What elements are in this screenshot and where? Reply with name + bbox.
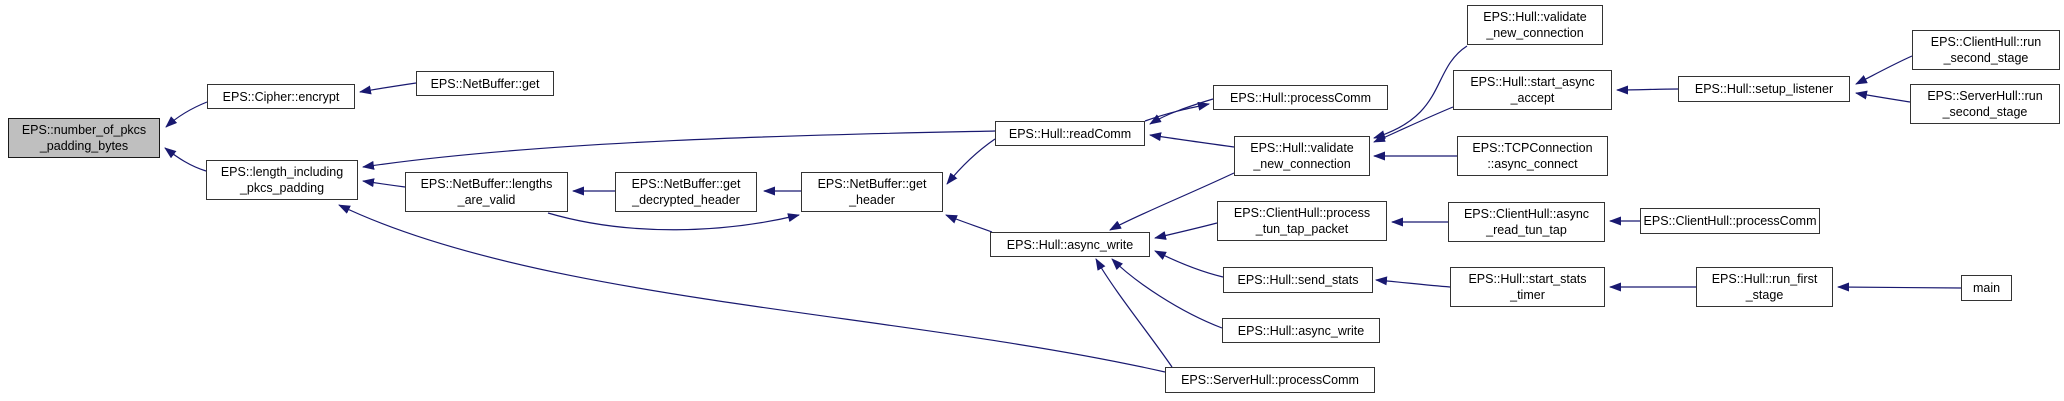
node-label-line: EPS::ClientHull::process xyxy=(1233,206,1371,220)
call-edge-n24-n21 xyxy=(1855,55,1913,85)
node-label-line: EPS::Cipher::encrypt xyxy=(222,89,340,104)
node-eps-hull-validate-new-connection-2[interactable]: EPS::Hull::validate_new_connection xyxy=(1467,5,1603,45)
node-label-line: EPS::Hull::run_first xyxy=(1711,272,1818,286)
call-edge-n8-n4 xyxy=(362,130,996,170)
node-label-line: _second_stage xyxy=(1942,105,2028,119)
call-edge-n26-n23 xyxy=(1837,282,1962,292)
call-edge-n14-n10 xyxy=(1111,258,1223,329)
node-label-line: EPS::Hull::validate xyxy=(1250,141,1354,155)
node-label-line: EPS::ServerHull::run xyxy=(1927,89,2043,103)
call-edge-n10-n7 xyxy=(945,214,993,233)
node-label-line: EPS::Hull::send_stats xyxy=(1237,273,1359,287)
node-label-line: EPS::Hull::readComm xyxy=(1008,126,1132,141)
node-eps-netbuffer-get[interactable]: EPS::NetBuffer::get xyxy=(416,71,554,96)
node-eps-hull-run-first-stage[interactable]: EPS::Hull::run_first_stage xyxy=(1696,267,1833,307)
node-eps-hull-processcomm[interactable]: EPS::Hull::processComm xyxy=(1213,85,1388,110)
node-label-line: _stage xyxy=(1745,288,1784,302)
node-eps-hull-start-stats-timer[interactable]: EPS::Hull::start_stats_timer xyxy=(1450,267,1605,307)
call-edge-n21-n17 xyxy=(1616,85,1679,95)
node-eps-tcpconnection-async-connect[interactable]: EPS::TCPConnection::async_connect xyxy=(1457,136,1608,176)
call-edge-n8-n7 xyxy=(946,138,996,185)
node-label-line: EPS::NetBuffer::get xyxy=(631,177,741,191)
call-edge-n12-n10 xyxy=(1154,222,1218,240)
call-edge-n15-n4 xyxy=(338,204,1166,373)
node-label-line: EPS::ServerHull::processComm xyxy=(1181,373,1359,387)
node-eps-clienthull-run-second-stage[interactable]: EPS::ClientHull::run_second_stage xyxy=(1912,30,2060,70)
call-edge-n5-n7 xyxy=(547,212,800,231)
node-label-line: EPS::Hull::processComm xyxy=(1229,90,1371,105)
node-label-line: EPS::ClientHull::async xyxy=(1463,207,1590,221)
call-edge-n20-n13 xyxy=(1375,276,1451,288)
node-label-line: _accept xyxy=(1510,91,1555,105)
node-eps-clienthull-processcomm[interactable]: EPS::ClientHull::processComm xyxy=(1640,208,1820,234)
call-edge-n4-n1 xyxy=(164,147,207,172)
node-label-line: _read_tun_tap xyxy=(1486,223,1567,237)
node-label-line: main xyxy=(1972,281,2001,295)
node-eps-hull-async-write[interactable]: EPS::Hull::async_write xyxy=(990,232,1150,257)
node-label-line: EPS::Hull::start_stats xyxy=(1468,272,1587,286)
node-eps-length-including-pkcs-padding[interactable]: EPS::length_including_pkcs_padding xyxy=(206,160,358,200)
node-eps-hull-validate-new-connection[interactable]: EPS::Hull::validate_new_connection xyxy=(1234,136,1370,176)
node-label-line: EPS::ClientHull::processComm xyxy=(1643,214,1817,228)
node-eps-serverhull-processcomm[interactable]: EPS::ServerHull::processComm xyxy=(1165,367,1375,393)
node-label-line: EPS::Hull::async_write xyxy=(1006,237,1134,252)
node-label-line: EPS::Hull::async_write xyxy=(1237,323,1365,338)
node-label-line: EPS::TCPConnection xyxy=(1472,141,1593,155)
call-edge-n17-n11 xyxy=(1373,106,1454,143)
node-label-line: EPS::NetBuffer::get xyxy=(430,76,540,91)
node-label-line: EPS::length_including xyxy=(220,165,344,179)
node-main[interactable]: main xyxy=(1961,275,2012,301)
node-label-line: ::async_connect xyxy=(1487,157,1578,171)
node-label-line: _timer xyxy=(1510,288,1545,302)
node-eps-hull-setup-listener[interactable]: EPS::Hull::setup_listener xyxy=(1678,76,1850,102)
node-label-line: _second_stage xyxy=(1943,51,2029,65)
node-eps-hull-send-stats[interactable]: EPS::Hull::send_stats xyxy=(1223,267,1373,293)
call-edge-n25-n21 xyxy=(1855,90,1911,103)
node-eps-netbuffer-get-decrypted-header[interactable]: EPS::NetBuffer::get_decrypted_header xyxy=(615,172,757,212)
node-label-line: _decrypted_header xyxy=(632,193,740,207)
call-edge-n8-n9 xyxy=(1144,101,1210,122)
node-eps-hull-start-async-accept[interactable]: EPS::Hull::start_async_accept xyxy=(1453,70,1612,110)
node-label-line: _are_valid xyxy=(457,193,516,207)
call-edge-n13-n10 xyxy=(1154,250,1224,278)
node-label-line: _new_connection xyxy=(1486,26,1584,40)
node-eps-hull-readcomm[interactable]: EPS::Hull::readComm xyxy=(995,121,1145,146)
node-eps-number-of-pkcs-padding-bytes: EPS::number_of_pkcs_padding_bytes xyxy=(8,118,160,158)
node-label-line: _new_connection xyxy=(1253,157,1351,171)
node-eps-netbuffer-lengths-are-valid[interactable]: EPS::NetBuffer::lengths_are_valid xyxy=(405,172,568,212)
call-edge-n9-n8 xyxy=(1149,98,1214,125)
call-edge-n11-n10 xyxy=(1109,172,1235,231)
node-label-line: EPS::Hull::validate xyxy=(1483,10,1587,24)
node-label-line: EPS::Hull::start_async xyxy=(1470,75,1595,89)
node-eps-clienthull-async-read-tun-tap[interactable]: EPS::ClientHull::async_read_tun_tap xyxy=(1448,202,1605,242)
node-label-line: _tun_tap_packet xyxy=(1255,222,1349,236)
node-label-line: _header xyxy=(849,193,895,207)
call-edge-n11-n8 xyxy=(1149,132,1235,148)
node-eps-hull-async-write-2[interactable]: EPS::Hull::async_write xyxy=(1222,318,1380,343)
call-edge-n5-n4 xyxy=(362,178,406,188)
node-label-line: _padding_bytes xyxy=(39,139,129,153)
node-eps-netbuffer-get-header[interactable]: EPS::NetBuffer::get_header xyxy=(801,172,943,212)
node-eps-cipher-encrypt[interactable]: EPS::Cipher::encrypt xyxy=(207,84,355,109)
node-eps-serverhull-run-second-stage[interactable]: EPS::ServerHull::run_second_stage xyxy=(1910,84,2060,124)
call-edge-n15-n10 xyxy=(1095,258,1173,368)
node-label-line: EPS::NetBuffer::get xyxy=(817,177,927,191)
node-label-line: EPS::NetBuffer::lengths xyxy=(420,177,553,191)
call-edge-n16-n11 xyxy=(1373,45,1468,140)
node-label-line: _pkcs_padding xyxy=(239,181,325,195)
node-eps-clienthull-process-tun-tap-packet[interactable]: EPS::ClientHull::process_tun_tap_packet xyxy=(1217,201,1387,241)
node-label-line: EPS::ClientHull::run xyxy=(1930,35,2042,49)
node-label-line: EPS::number_of_pkcs xyxy=(21,123,147,137)
node-label-line: EPS::Hull::setup_listener xyxy=(1694,82,1834,96)
call-edge-n2-n1 xyxy=(165,101,208,128)
call-edge-n3-n2 xyxy=(359,82,417,95)
